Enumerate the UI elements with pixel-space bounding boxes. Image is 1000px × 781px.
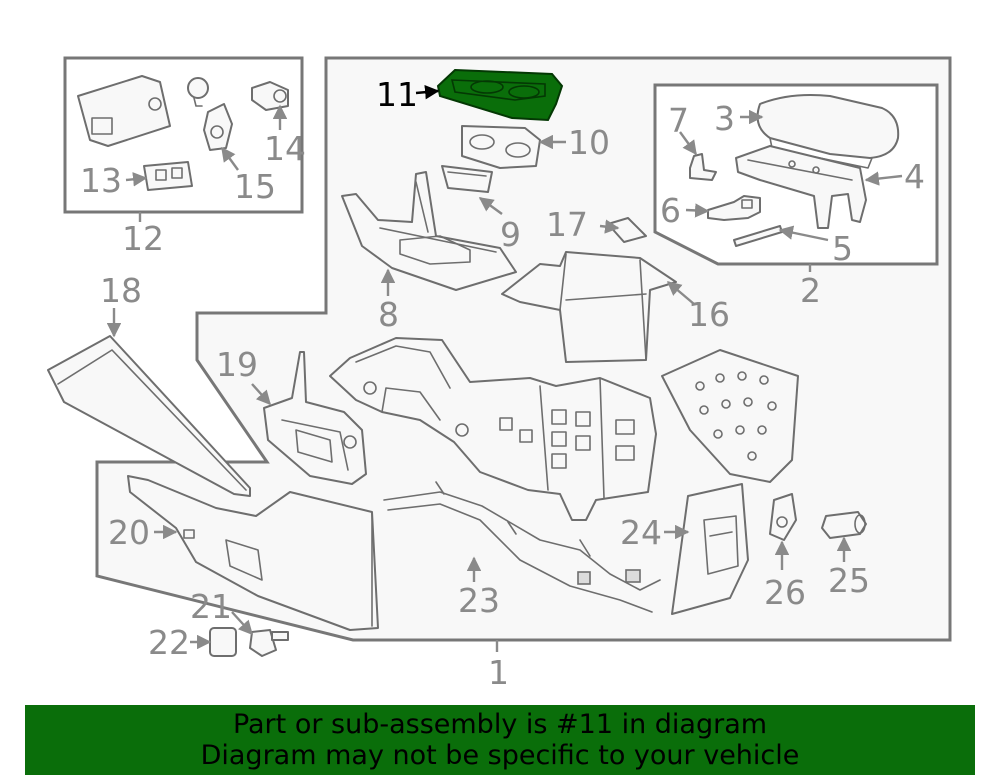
- part-19-shifter: [263, 351, 367, 485]
- banner-line-2: Diagram may not be specific to your vehi…: [200, 740, 800, 771]
- callout-15: 15: [234, 167, 276, 206]
- part-6-latch: [707, 195, 761, 221]
- part-14-connector: [251, 81, 289, 111]
- info-banner: Part or sub-assembly is #11 in diagram D…: [25, 705, 975, 775]
- part-22-clip: [209, 627, 237, 657]
- callout-9: 9: [500, 215, 521, 254]
- part-23-wiring-harness: [383, 481, 661, 613]
- part-15-bezel: [203, 103, 233, 151]
- arrow-6: [685, 203, 710, 218]
- callout-25: 25: [828, 561, 870, 600]
- arrow-7: [679, 131, 697, 156]
- part-24-side-cover: [671, 483, 749, 615]
- part-13-switch: [143, 161, 193, 191]
- callout-23: 23: [458, 581, 500, 620]
- parts-diagram: 11 10 9 8 17 16 3 4 7 6 5 2 13 15 14 12 …: [47, 56, 952, 692]
- callout-3: 3: [714, 99, 735, 138]
- callout-20: 20: [108, 513, 150, 552]
- console-frame: [329, 337, 657, 521]
- callout-5: 5: [832, 229, 853, 268]
- arrow-11: [415, 85, 440, 100]
- callout-21: 21: [190, 587, 232, 626]
- callout-7: 7: [668, 101, 689, 140]
- banner-line-1: Part or sub-assembly is #11 in diagram: [232, 709, 768, 740]
- callout-19: 19: [216, 345, 258, 384]
- arrow-15: [221, 146, 239, 171]
- callout-4: 4: [904, 157, 925, 196]
- part-12-switch-bracket: [77, 75, 171, 147]
- part-9-tray: [441, 165, 493, 193]
- callout-10: 10: [568, 123, 610, 162]
- callout-12: 12: [122, 219, 164, 258]
- part-25-connector: [821, 511, 867, 539]
- callout-24: 24: [620, 513, 662, 552]
- callout-6: 6: [660, 191, 681, 230]
- callout-18: 18: [100, 271, 142, 310]
- callout-17: 17: [546, 205, 588, 244]
- arrow-16: [666, 281, 695, 305]
- callout-11: 11: [376, 75, 418, 114]
- callout-22: 22: [148, 623, 190, 662]
- arrow-19: [251, 383, 271, 406]
- arrow-17: [599, 219, 620, 234]
- part-16-storage-bin: [501, 251, 677, 363]
- callout-2: 2: [800, 271, 821, 310]
- part-10-cup-holder-insert: [461, 125, 541, 169]
- arrow-5: [778, 225, 829, 242]
- part-21-bolt: [249, 629, 289, 657]
- callout-1: 1: [488, 653, 509, 692]
- callout-14: 14: [264, 129, 306, 168]
- callout-26: 26: [764, 573, 806, 612]
- callout-8: 8: [378, 295, 399, 334]
- part-4-hinge-bracket: [735, 145, 867, 229]
- part-8-trim-plate: [341, 171, 517, 291]
- callout-13: 13: [80, 161, 122, 200]
- rear-panel: [661, 349, 799, 483]
- part-12-clip: [187, 77, 209, 107]
- part-26-bezel: [769, 493, 797, 541]
- callout-16: 16: [688, 295, 730, 334]
- arrow-9: [478, 197, 503, 215]
- arrow-21: [231, 611, 253, 636]
- diagram-svg: 11 10 9 8 17 16 3 4 7 6 5 2 13 15 14 12 …: [47, 56, 952, 692]
- part-7-pin: [689, 153, 717, 181]
- arrow-4: [864, 171, 903, 186]
- arrow-13: [125, 172, 148, 187]
